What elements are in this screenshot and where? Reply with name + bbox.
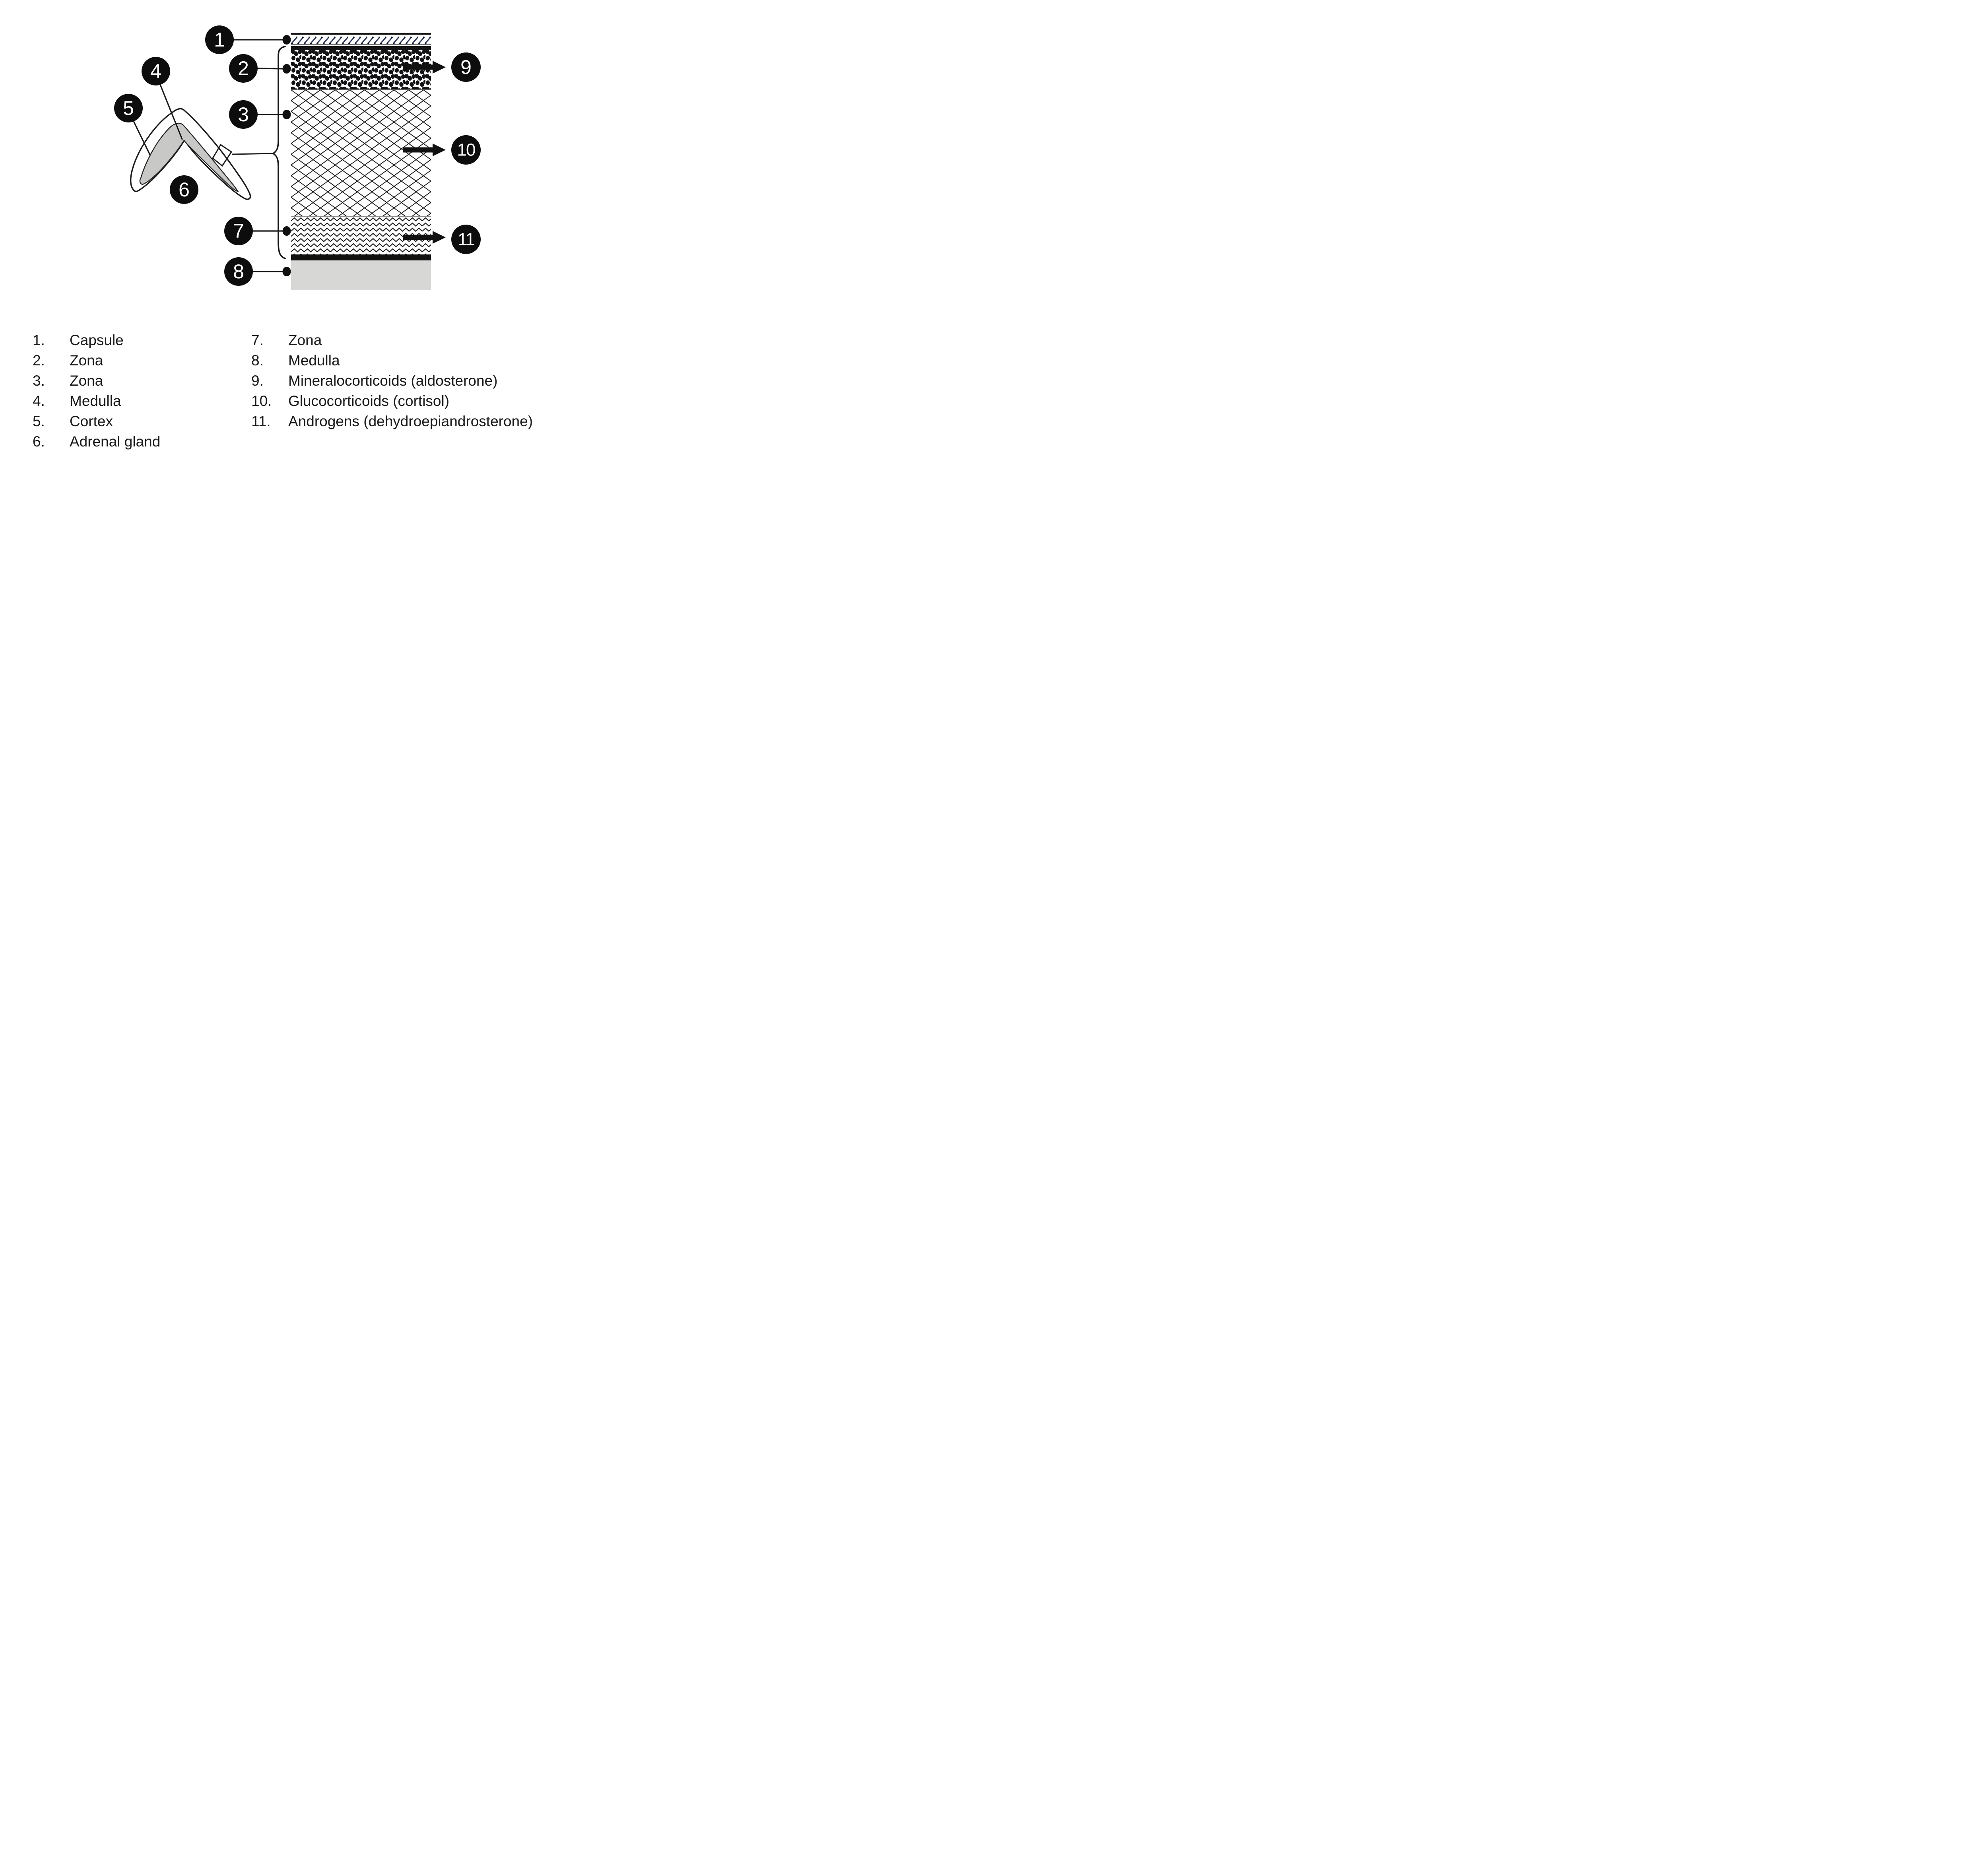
badge-5: 5 <box>114 94 143 122</box>
legend: 1. Capsule 2. Zona 3. Zona 4. Medulla 5.… <box>0 0 592 468</box>
legend-item-label: Medulla <box>70 393 121 409</box>
connector-dot-icon <box>282 226 291 236</box>
badge-6: 6 <box>170 175 198 204</box>
badge-2: 2 <box>229 54 258 83</box>
badge-8: 8 <box>224 257 253 286</box>
badge-label: 9 <box>460 56 472 78</box>
badge-label: 7 <box>233 220 244 242</box>
legend-item-label: Zona <box>70 352 103 369</box>
cortex-brace-icon <box>272 46 286 259</box>
legend-item-number: 9. <box>251 373 264 389</box>
legend-item-label: Glucocorticoids (cortisol) <box>288 393 450 409</box>
badge-1: 1 <box>205 25 234 54</box>
badge-label: 6 <box>179 179 190 201</box>
arrow-right-icon <box>403 144 446 156</box>
badge-label: 1 <box>214 29 225 51</box>
magnified-region-line <box>232 153 274 155</box>
legend-item-label: Zona <box>70 373 103 389</box>
legend-item-label: Zona <box>288 332 322 348</box>
badge-7: 7 <box>224 217 253 245</box>
leader-line <box>132 120 151 155</box>
connector-dot-icon <box>282 35 291 45</box>
block-top-border <box>291 33 431 35</box>
connector-dot-icon <box>282 267 291 276</box>
reticularis-bottom-band <box>291 254 431 260</box>
capsule-layer <box>291 35 431 45</box>
legend-item-number: 7. <box>251 332 264 348</box>
hormone-arrows <box>403 61 446 244</box>
badge-10: 10 <box>451 135 481 165</box>
legend-item-number: 3. <box>33 373 45 389</box>
badge-11: 11 <box>451 225 481 254</box>
legend-item-number: 8. <box>251 352 264 369</box>
capsule-bottom-band <box>291 46 431 50</box>
worksheet-page: 1 2 3 4 5 6 7 <box>0 0 592 468</box>
connector-dot-icon <box>282 110 291 119</box>
badge-label: 8 <box>233 260 244 283</box>
badge-label: 5 <box>123 97 134 119</box>
legend-item-number: 1. <box>33 332 45 348</box>
legend-item-number: 2. <box>33 352 45 369</box>
legend-item-label: Capsule <box>70 332 124 348</box>
medulla-layer <box>291 260 431 290</box>
leader-line <box>257 68 285 70</box>
legend-item-label: Adrenal gland <box>70 433 161 450</box>
leader-lines <box>132 39 285 272</box>
badge-label: 2 <box>238 57 249 80</box>
legend-item-number: 11. <box>251 413 271 429</box>
badge-label: 3 <box>238 103 249 126</box>
badge-9: 9 <box>451 52 481 82</box>
legend-item-number: 10. <box>251 393 272 409</box>
legend-item-label: Medulla <box>288 352 340 369</box>
legend-item-label: Mineralocorticoids (aldosterone) <box>288 373 498 389</box>
histology-block <box>291 33 431 290</box>
badge-3: 3 <box>229 100 258 129</box>
adrenal-gland-diagram: 1 2 3 4 5 6 7 <box>114 25 481 290</box>
badge-label: 10 <box>457 140 475 160</box>
legend-item-number: 5. <box>33 413 45 429</box>
legend-item-label: Androgens (dehydroepiandrosterone) <box>288 413 533 429</box>
badge-4: 4 <box>142 57 170 85</box>
connector-dot-icon <box>282 64 291 74</box>
badge-label: 11 <box>458 230 474 249</box>
magnifier-box-icon <box>212 144 233 167</box>
arrow-right-icon <box>403 231 446 244</box>
legend-item-number: 6. <box>33 433 45 450</box>
badge-label: 4 <box>150 60 161 82</box>
number-badges: 1 2 3 4 5 6 7 <box>114 25 481 286</box>
legend-item-label: Cortex <box>70 413 113 429</box>
zona-fasciculata-layer <box>291 90 431 217</box>
arrow-right-icon <box>403 61 446 74</box>
legend-item-number: 4. <box>33 393 45 409</box>
leader-line <box>159 84 183 140</box>
leader-dots <box>282 35 291 276</box>
